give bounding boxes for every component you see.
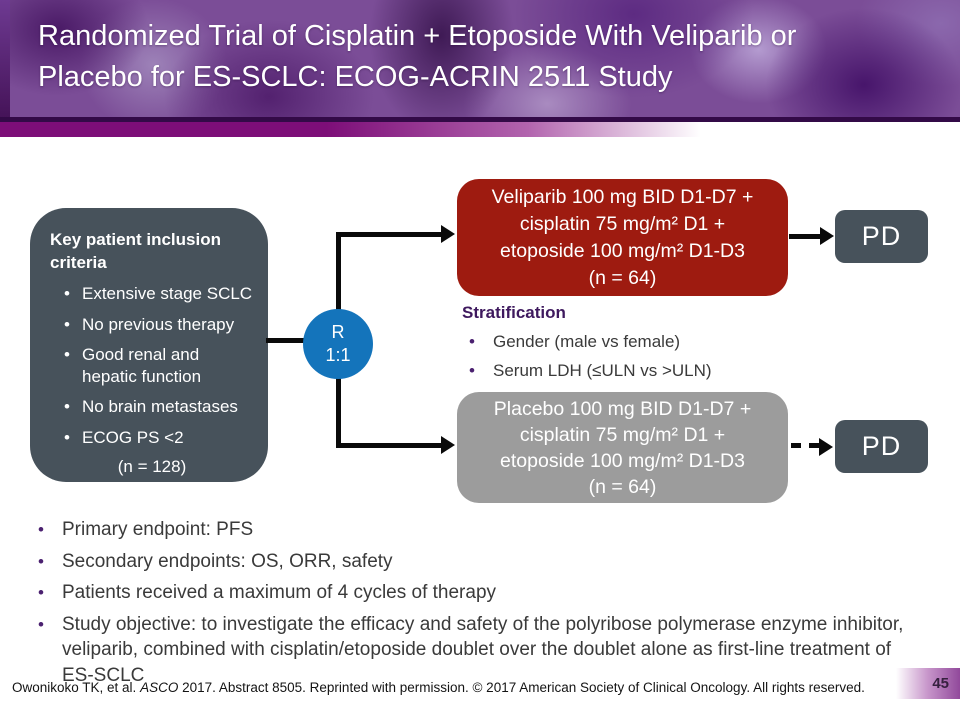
endpoint-bullet-list: Primary endpoint: PFS Secondary endpoint… — [36, 517, 914, 694]
slide-title-line2: Placebo for ES-SCLC: ECOG-ACRIN 2511 Stu… — [38, 61, 673, 93]
inclusion-criteria-item: Extensive stage SCLC — [50, 283, 254, 305]
citation: Owonikoko TK, et al. ASCO 2017. Abstract… — [12, 680, 898, 697]
endpoint-bullet-item: Primary endpoint: PFS — [36, 517, 914, 543]
stratification-list: Gender (male vs female) Serum LDH (≤ULN … — [462, 332, 792, 381]
endpoint-bullet-item: Study objective: to investigate the effi… — [36, 612, 914, 689]
connector-to-placebo-arm — [336, 443, 443, 448]
veliparib-arm-text-line: Veliparib 100 mg BID D1-D7 + — [491, 185, 754, 208]
inclusion-criteria-item: ECOG PS <2 — [50, 427, 254, 449]
header-left-accent-bar — [0, 0, 10, 118]
stratification-item: Gender (male vs female) — [462, 332, 792, 352]
slide-title: Randomized Trial of Cisplatin + Etoposid… — [38, 16, 938, 98]
citation-post: 2017. Abstract 8505. Reprinted with perm… — [178, 680, 865, 695]
placebo-arm-box: Placebo 100 mg BID D1-D7 + cisplatin 75 … — [457, 392, 788, 503]
placebo-arm-text-line: (n = 64) — [588, 475, 657, 498]
citation-journal: ASCO — [140, 680, 179, 695]
connector-inclusion-to-randomization — [266, 338, 308, 343]
inclusion-n-label: (n = 128) — [117, 457, 187, 476]
header-divider-line — [0, 117, 960, 122]
pd-box-bottom: PD — [835, 420, 928, 473]
inclusion-criteria-box: Key patient inclusion criteria Extensive… — [30, 208, 268, 482]
veliparib-arm-text-line: cisplatin 75 mg/m² D1 + — [519, 212, 726, 235]
randomization-circle: R 1:1 — [303, 309, 373, 379]
placebo-arm-text-line: etoposide 100 mg/m² D1-D3 — [500, 449, 745, 472]
arrowhead-veliparib-icon — [441, 225, 455, 243]
slide-title-line1: Randomized Trial of Cisplatin + Etoposid… — [38, 20, 797, 52]
pd-box-top: PD — [835, 210, 928, 263]
inclusion-criteria-list: Extensive stage SCLC No previous therapy… — [50, 283, 254, 448]
page-number: 45 — [932, 675, 949, 692]
inclusion-criteria-item: No previous therapy — [50, 314, 254, 336]
stratification-item: Serum LDH (≤ULN vs >ULN) — [462, 361, 792, 381]
inclusion-criteria-item: No brain metastases — [50, 396, 254, 418]
veliparib-arm-text-line: (n = 64) — [588, 266, 657, 289]
endpoint-bullet-item: Patients received a maximum of 4 cycles … — [36, 580, 914, 606]
arrowhead-placebo-icon — [441, 436, 455, 454]
veliparib-arm-text-line: etoposide 100 mg/m² D1-D3 — [500, 239, 745, 262]
header-gradient-band — [0, 122, 960, 137]
randomization-ratio: 1:1 — [325, 345, 351, 365]
veliparib-arm-box: Veliparib 100 mg BID D1-D7 + cisplatin 7… — [457, 179, 788, 296]
stratification-title: Stratification — [462, 303, 566, 322]
inclusion-criteria-title: Key patient inclusion criteria — [50, 230, 221, 272]
placebo-arm-text-line: cisplatin 75 mg/m² D1 + — [519, 423, 726, 446]
arrowhead-pd-top-icon — [820, 227, 834, 245]
placebo-arm-text-line: Placebo 100 mg BID D1-D7 + — [493, 397, 752, 420]
randomization-symbol: R — [331, 322, 345, 342]
connector-veliparib-to-pd — [789, 234, 822, 239]
header-background-image: Randomized Trial of Cisplatin + Etoposid… — [0, 0, 960, 118]
endpoint-bullet-item: Secondary endpoints: OS, ORR, safety — [36, 549, 914, 575]
stratification-block: Stratification Gender (male vs female) S… — [462, 303, 792, 381]
connector-placebo-to-pd-dashed — [791, 443, 819, 448]
citation-pre: Owonikoko TK, et al. — [12, 680, 141, 695]
inclusion-criteria-item: Good renal and hepatic function — [50, 344, 254, 387]
arrowhead-pd-bottom-icon — [819, 438, 833, 456]
page-number-badge: 45 — [896, 668, 960, 699]
connector-to-veliparib-arm — [336, 232, 443, 237]
